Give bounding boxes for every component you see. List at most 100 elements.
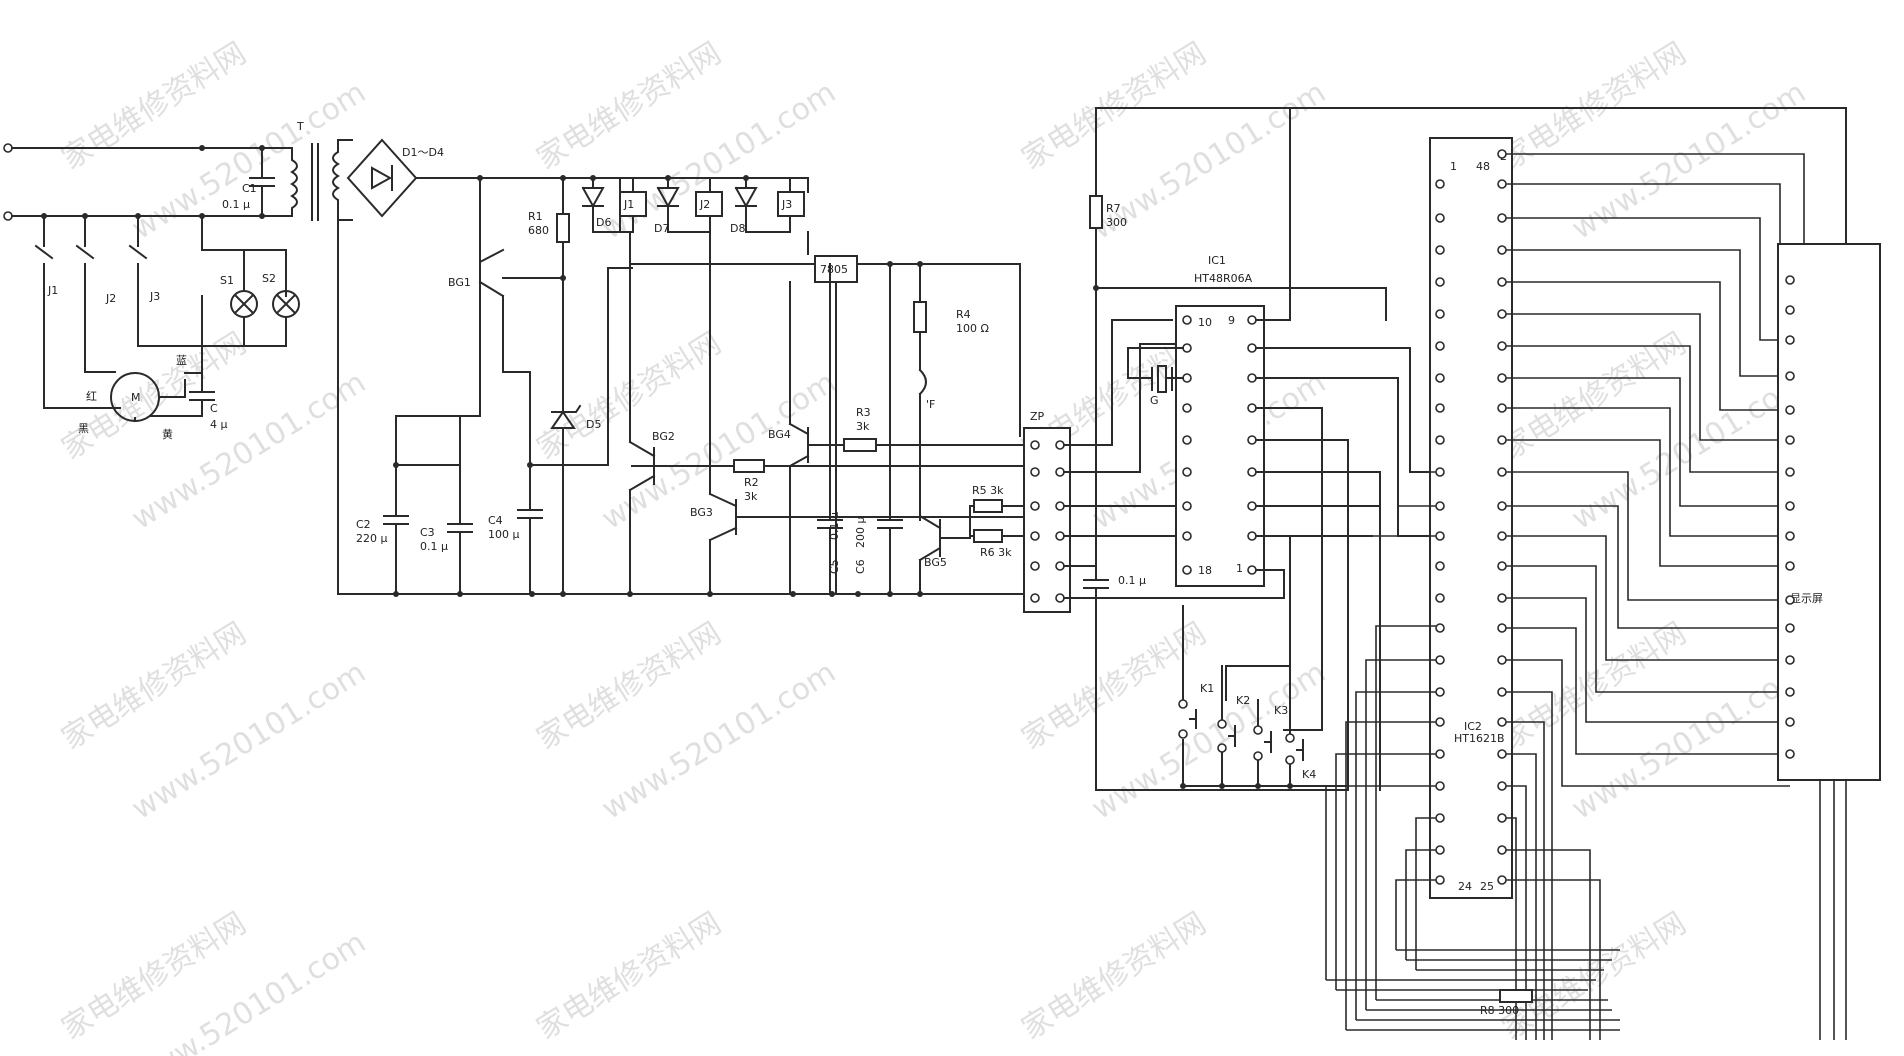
ic1-pin18-label: 18 bbox=[1198, 564, 1212, 577]
r2-label: R2 bbox=[744, 476, 759, 489]
motor-cap-value: 4 μ bbox=[210, 418, 228, 431]
transistor-bg4: BG4 bbox=[768, 281, 845, 595]
wire-black-label: 黑 bbox=[78, 422, 89, 435]
c01-value: 0.1 μ bbox=[1118, 574, 1146, 587]
transistor-bg3: BG3 bbox=[690, 231, 765, 595]
bg4-label: BG4 bbox=[768, 428, 791, 441]
mains-section: C1 0.1 μ T D1～D4 J1 J2 J3 bbox=[3, 120, 444, 441]
resistor-r1 bbox=[556, 213, 570, 243]
diode-d8 bbox=[734, 177, 791, 233]
ic2-pins bbox=[1435, 149, 1507, 885]
c5-label: C5 bbox=[828, 559, 841, 574]
ic2-pin25-label: 25 bbox=[1480, 880, 1494, 893]
resistor-r7 bbox=[1089, 195, 1103, 229]
bg5-label: BG5 bbox=[924, 556, 947, 569]
resistor-r6 bbox=[973, 529, 1003, 543]
r4-value: 100 Ω bbox=[956, 322, 989, 335]
watermark-text: 家电维修资料网 bbox=[1496, 906, 1693, 1047]
motor-m: M 红 蓝 黑 黄 C 4 μ bbox=[78, 345, 228, 441]
r6-label: R6 3k bbox=[980, 546, 1012, 559]
resistor-r4 bbox=[913, 301, 927, 333]
key-k1-label: K1 bbox=[1200, 682, 1214, 695]
resistor-r2 bbox=[733, 459, 765, 473]
zp-label: ZP bbox=[1030, 410, 1045, 423]
ic1-part: HT48R06A bbox=[1194, 272, 1253, 285]
ic2-pin24-label: 24 bbox=[1458, 880, 1472, 893]
bg1-label: BG1 bbox=[448, 276, 471, 289]
ic2-ht1621b: 1 48 2 24 25 IC2 HT1621B bbox=[1325, 137, 1805, 1040]
key-k4-label: K4 bbox=[1302, 768, 1316, 781]
resistor-r8 bbox=[1499, 989, 1533, 1003]
c1-value: 0.1 μ bbox=[222, 198, 250, 211]
ic1-ht48r06a: R7 300 IC1 HT48R06A 10 9 18 1 G bbox=[1083, 107, 1847, 791]
capacitor-c6 bbox=[877, 263, 903, 595]
c3-label: C3 bbox=[420, 526, 435, 539]
display-label: 显示屏 bbox=[1790, 592, 1823, 605]
resistor-r5 bbox=[973, 499, 1003, 513]
contact-j1-label: J1 bbox=[47, 284, 58, 297]
r2-value: 3k bbox=[744, 490, 758, 503]
key-k3-label: K3 bbox=[1274, 704, 1288, 717]
keypad: K1 K2 K3 K4 bbox=[1178, 605, 1349, 789]
d5-label: D5 bbox=[586, 418, 601, 431]
ic1-label: IC1 bbox=[1208, 254, 1226, 267]
ic1-pin1-label: 1 bbox=[1236, 562, 1243, 575]
r3-label: R3 bbox=[856, 406, 871, 419]
bg3-label: BG3 bbox=[690, 506, 713, 519]
r7-value: 300 bbox=[1106, 216, 1127, 229]
transformer-label: T bbox=[296, 120, 304, 133]
relay-contacts: J1 J2 J3 bbox=[34, 215, 203, 409]
mains-terminal-n bbox=[3, 211, 13, 221]
bridge-rectifier-d1-d4: D1～D4 bbox=[337, 138, 444, 221]
c6-value: 200 μ bbox=[854, 517, 867, 549]
r3-value: 3k bbox=[856, 420, 870, 433]
crystal-g-label: G bbox=[1150, 394, 1159, 407]
d8-label: D8 bbox=[730, 222, 745, 235]
c2-label: C2 bbox=[356, 518, 371, 531]
bridge-label: D1～D4 bbox=[402, 146, 444, 159]
watermark-text: 家电维修资料网 bbox=[1016, 906, 1213, 1047]
wire-red-label: 红 bbox=[86, 390, 97, 403]
transistor-bg2: BG2 bbox=[628, 231, 675, 595]
ic2-pin1-label: 1 bbox=[1450, 160, 1457, 173]
c1-label: C1 bbox=[242, 182, 257, 195]
ic2-part: HT1621B bbox=[1454, 732, 1505, 745]
lamps-s1-s2: S1 S2 bbox=[201, 215, 300, 347]
ic2-pin48-label: 48 bbox=[1476, 160, 1490, 173]
c4-value: 100 μ bbox=[488, 528, 520, 541]
connector-zp: ZP bbox=[1023, 319, 1181, 613]
display-pins bbox=[1785, 275, 1795, 759]
lamp-s1-label: S1 bbox=[220, 274, 234, 287]
ic2-label: IC2 bbox=[1464, 720, 1482, 733]
ic1-pin10-label: 10 bbox=[1198, 316, 1212, 329]
c3-value: 0.1 μ bbox=[420, 540, 448, 553]
transistor-bg1: BG1 bbox=[429, 177, 566, 466]
ic1-pin9-label: 9 bbox=[1228, 314, 1235, 327]
wire-blue-label: 蓝 bbox=[176, 354, 187, 367]
motor-label: M bbox=[131, 391, 141, 404]
key-k2-label: K2 bbox=[1236, 694, 1250, 707]
diode-d6 bbox=[581, 177, 605, 233]
r1-value: 680 bbox=[528, 224, 549, 237]
contact-j2-label: J2 bbox=[105, 292, 116, 305]
relay-j2-label: J2 bbox=[699, 198, 710, 211]
c5-value: 0.1 μ bbox=[828, 512, 841, 540]
d7-label: D7 bbox=[654, 222, 669, 235]
watermark-layer: 家电维修资料网 www.520101.com 家电维修资料网 www.52010… bbox=[56, 36, 1812, 1056]
wire-yellow-label: 黄 bbox=[162, 427, 173, 441]
power-driver-section: BG1 C2 220 μ C3 0.1 μ R1 680 D5 C4 100 μ… bbox=[337, 175, 1034, 597]
ground-rail bbox=[337, 219, 1025, 595]
contact-j3-label: J3 bbox=[149, 290, 160, 303]
capacitors-c2-c3 bbox=[383, 415, 473, 595]
r7-label: R7 bbox=[1106, 202, 1121, 215]
capacitor-c5 bbox=[817, 263, 843, 595]
c2-value: 220 μ bbox=[356, 532, 388, 545]
r1-label: R1 bbox=[528, 210, 543, 223]
d6-label: D6 bbox=[596, 216, 611, 229]
watermark-text: 家电维修资料网 bbox=[531, 906, 728, 1047]
r5-label: R5 3k bbox=[972, 484, 1004, 497]
resistor-r3 bbox=[843, 438, 877, 452]
transistor-bg5: BG5 bbox=[918, 514, 971, 595]
f-label: 'F bbox=[926, 398, 935, 411]
